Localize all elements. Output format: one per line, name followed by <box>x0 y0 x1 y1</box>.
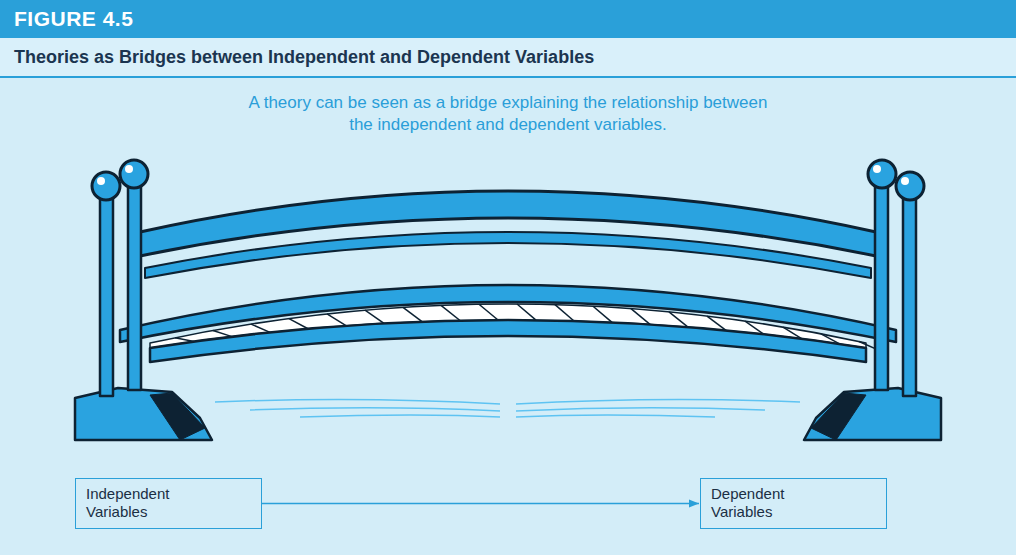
right-bank <box>804 388 941 440</box>
right-post <box>875 184 888 390</box>
water-lines <box>215 399 800 417</box>
bridge-underside <box>150 320 866 362</box>
left-footing <box>150 393 205 440</box>
post-balls <box>92 160 924 200</box>
left-post <box>100 196 113 396</box>
box-label: Dependent Variables <box>711 485 821 521</box>
variable-box: Independent Variables <box>75 478 262 529</box>
left-bank <box>75 388 212 440</box>
relation-arrow <box>262 503 699 505</box>
middle-rail <box>145 232 871 278</box>
right-footing <box>811 393 866 440</box>
ball-highlights <box>97 165 909 185</box>
variable-box: Dependent Variables <box>700 478 887 529</box>
left-post <box>128 184 141 390</box>
box-label: Independent Variables <box>86 485 196 521</box>
figure-number: FIGURE 4.5 <box>14 7 133 31</box>
right-post <box>903 196 916 396</box>
figure-title: Theories as Bridges between Independent … <box>14 47 594 68</box>
figure-caption: A theory can be seen as a bridge explain… <box>238 92 778 136</box>
top-rail <box>140 191 876 256</box>
header-band <box>0 0 1016 38</box>
